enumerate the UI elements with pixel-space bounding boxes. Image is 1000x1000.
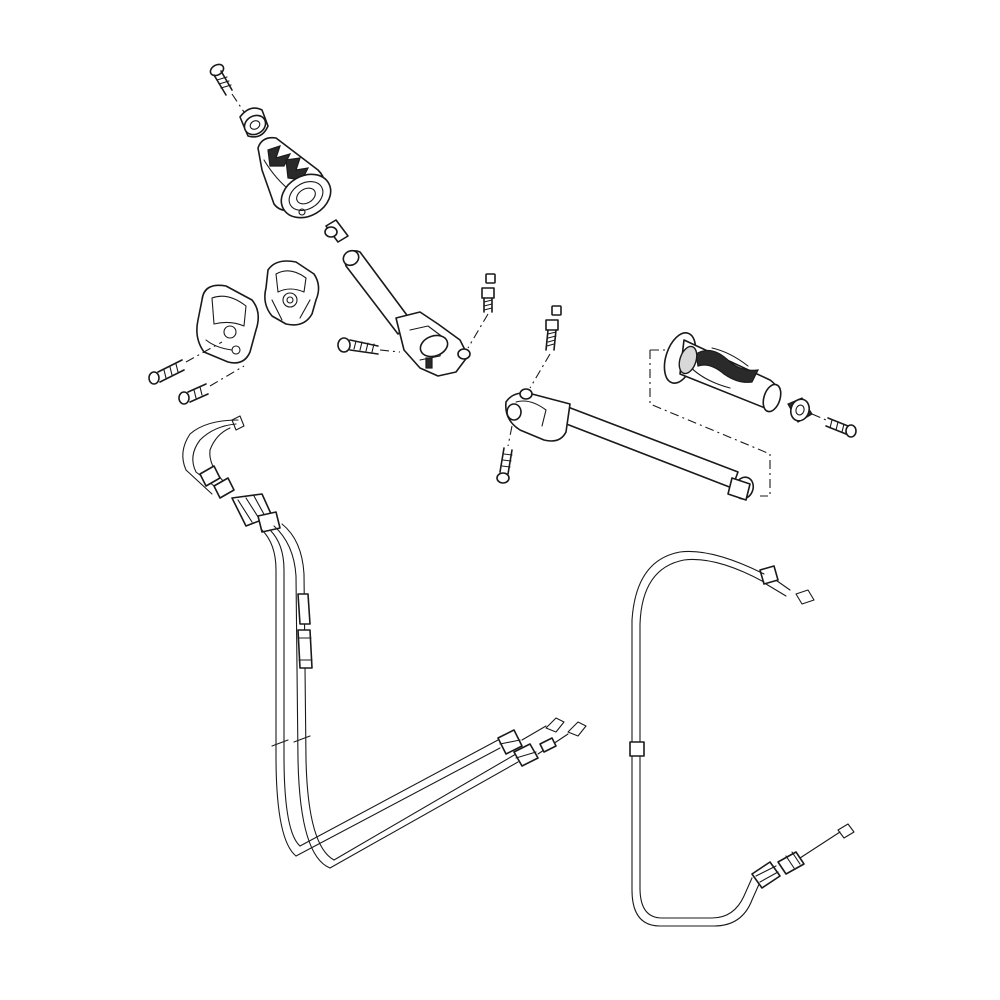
- clutch-cable: [629, 550, 855, 927]
- right-clamp-bolt: [529, 305, 562, 389]
- screw-right: [811, 413, 857, 438]
- right-grip: [663, 332, 782, 413]
- bar-end-weight-left: [239, 107, 269, 138]
- screw-top-left: [209, 63, 249, 119]
- throttle-sleeve: [324, 219, 349, 243]
- switch-screw-b: [178, 365, 245, 405]
- left-handlebar: [342, 249, 471, 377]
- right-pinch-bolt: [496, 425, 513, 484]
- switch-housing-rear: [196, 284, 260, 364]
- throttle-cables: [182, 415, 587, 869]
- left-pinch-bolt: [337, 337, 401, 355]
- bar-end-weight-right: [787, 397, 813, 423]
- left-grip: [257, 136, 332, 219]
- right-handlebar: [504, 388, 755, 501]
- switch-screw-a: [148, 341, 223, 385]
- assembly-outline: [649, 350, 771, 497]
- switch-housing-front: [264, 260, 320, 326]
- left-clamp-bolt: [467, 273, 496, 349]
